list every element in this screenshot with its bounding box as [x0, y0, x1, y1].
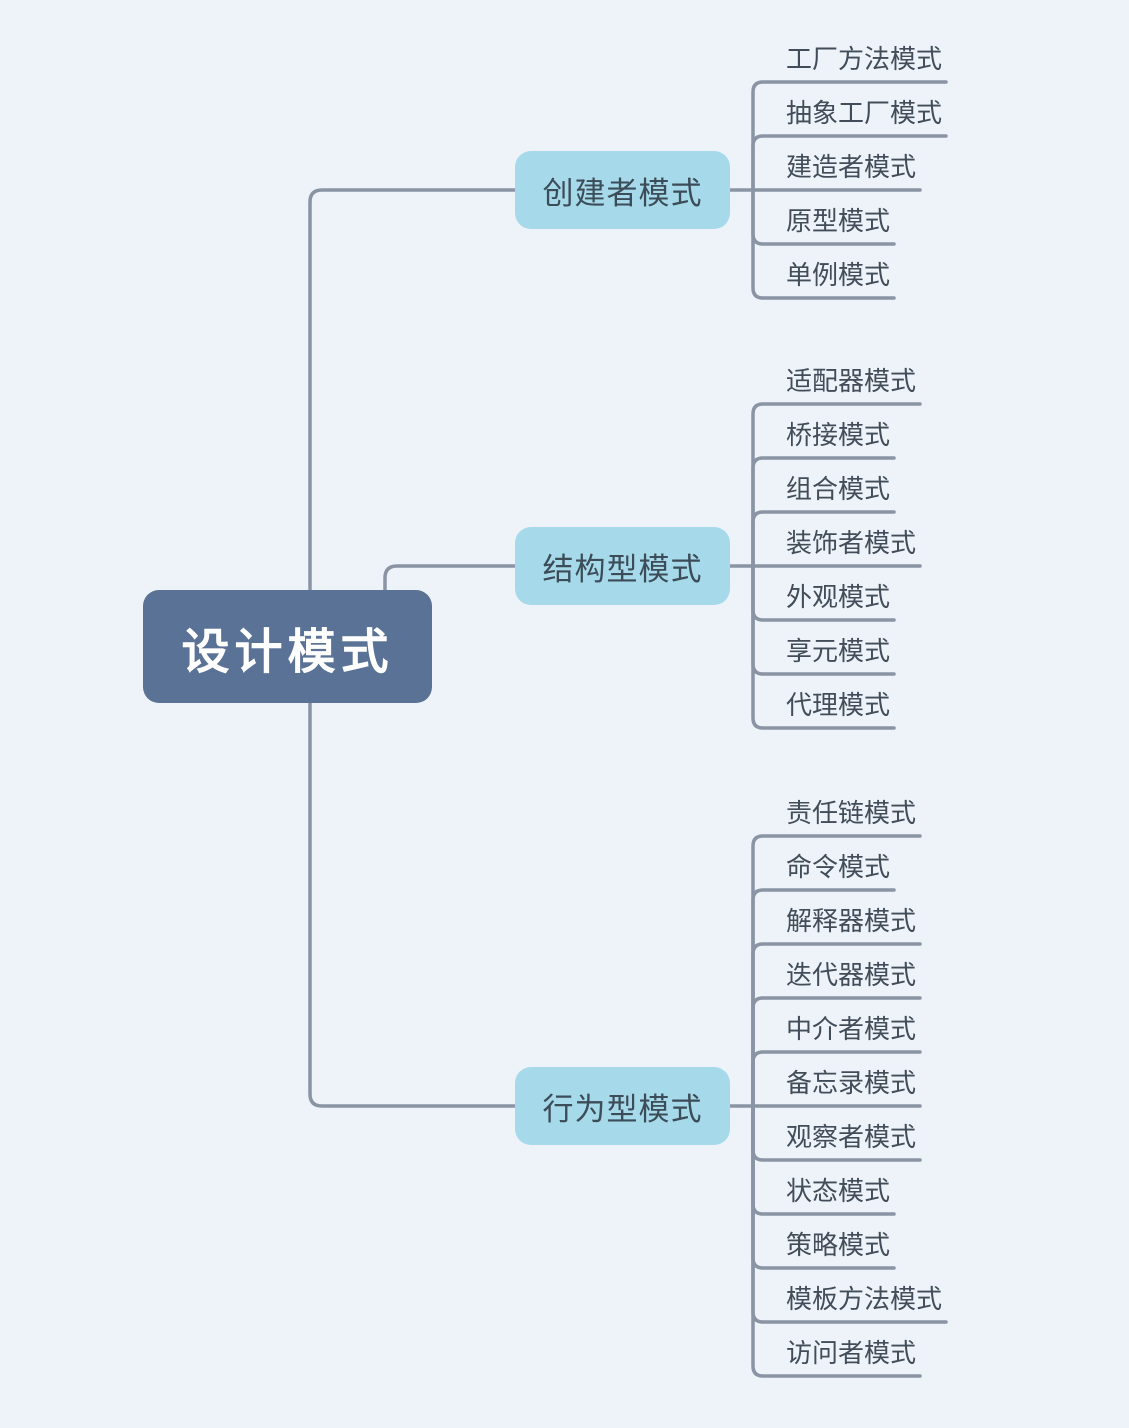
connector — [751, 134, 948, 192]
leaf-node[interactable]: 备忘录模式 — [786, 1068, 917, 1098]
connector — [751, 80, 948, 192]
leaf-node[interactable]: 观察者模式 — [786, 1122, 917, 1152]
leaf-node[interactable]: 访问者模式 — [786, 1338, 917, 1368]
leaf-node[interactable]: 命令模式 — [786, 852, 891, 882]
connector — [751, 888, 896, 1108]
connector — [751, 834, 922, 1108]
leaf-node[interactable]: 组合模式 — [786, 474, 891, 504]
branch-node-behavioral[interactable]: 行为型模式 — [515, 1067, 730, 1145]
leaf-node[interactable]: 策略模式 — [786, 1230, 891, 1260]
leaf-node[interactable]: 装饰者模式 — [786, 528, 917, 558]
leaf-node[interactable]: 迭代器模式 — [786, 960, 917, 990]
leaf-node[interactable]: 单例模式 — [786, 260, 891, 290]
connector — [751, 1104, 922, 1378]
connector — [383, 564, 520, 595]
connector — [308, 188, 520, 595]
connector — [751, 996, 922, 1108]
leaf-node[interactable]: 建造者模式 — [786, 152, 917, 182]
branch-node-creational[interactable]: 创建者模式 — [515, 151, 730, 229]
connector — [751, 564, 896, 730]
root-node[interactable]: 设计模式 — [143, 590, 432, 703]
leaf-node[interactable]: 工厂方法模式 — [786, 44, 943, 74]
connector — [751, 510, 896, 568]
leaf-node[interactable]: 状态模式 — [786, 1176, 891, 1206]
connector — [751, 402, 922, 568]
leaf-node[interactable]: 桥接模式 — [786, 420, 891, 450]
leaf-node[interactable]: 外观模式 — [786, 582, 891, 612]
leaf-node[interactable]: 模板方法模式 — [786, 1284, 943, 1314]
connector — [751, 188, 896, 300]
leaf-node[interactable]: 适配器模式 — [786, 366, 917, 396]
connector — [751, 1050, 922, 1108]
leaf-node[interactable]: 原型模式 — [786, 206, 891, 236]
leaf-node[interactable]: 享元模式 — [786, 636, 891, 666]
connector — [751, 942, 922, 1108]
connector — [308, 698, 520, 1108]
leaf-node[interactable]: 解释器模式 — [786, 906, 917, 936]
leaf-node[interactable]: 中介者模式 — [786, 1014, 917, 1044]
leaf-node[interactable]: 责任链模式 — [786, 798, 917, 828]
leaf-node[interactable]: 代理模式 — [786, 690, 891, 720]
connector — [751, 456, 896, 568]
leaf-node[interactable]: 抽象工厂模式 — [786, 98, 943, 128]
branch-node-structural[interactable]: 结构型模式 — [515, 527, 730, 605]
